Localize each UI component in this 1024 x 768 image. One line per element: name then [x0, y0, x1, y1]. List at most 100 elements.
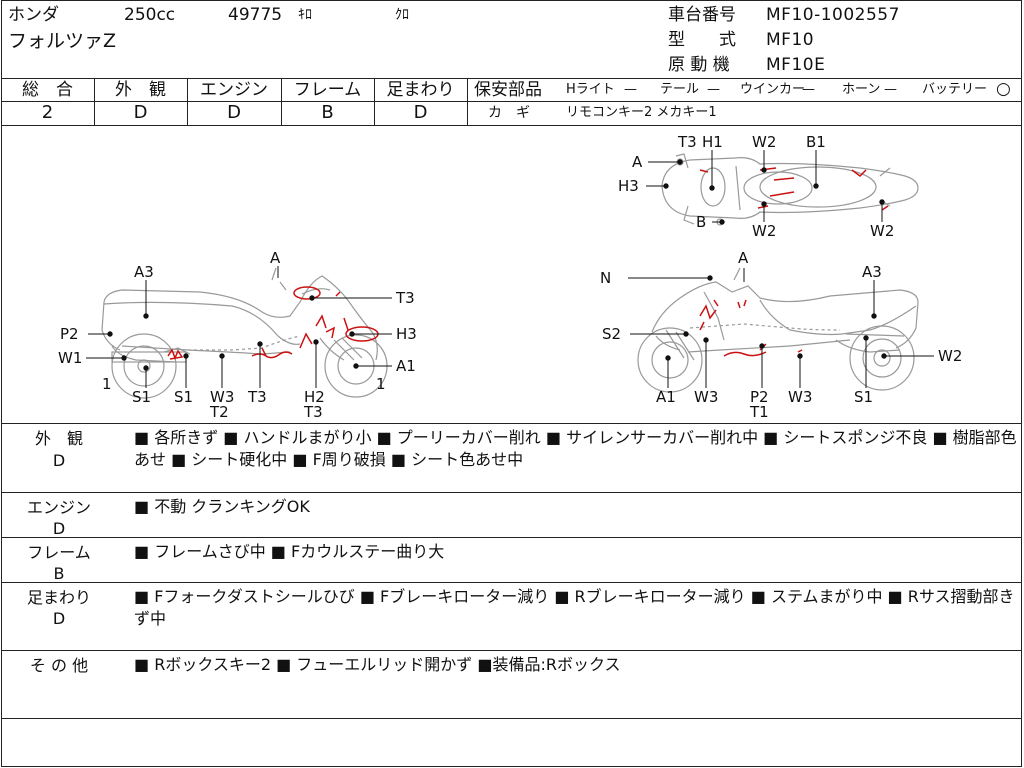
- label-top-T3: T3: [677, 133, 697, 151]
- grade-value-exterior: D: [133, 102, 148, 123]
- grade-value-suspension: D: [413, 102, 428, 123]
- remark-label-exterior: 外 観: [34, 429, 83, 448]
- grade-divider: [94, 78, 95, 125]
- safety-headlight-name: Hライト: [566, 82, 615, 97]
- frame-number: MF10-1002557: [766, 5, 900, 25]
- remarks-rule: [1, 718, 1022, 719]
- remark-text-engine: ■ 不動 クランキングOK: [134, 497, 310, 516]
- remark-text-other: ■ Rボックスキー2 ■ フューエルリッド開かず ■装備品:Rボックス: [134, 655, 621, 674]
- safety-battery-value: ○: [996, 79, 1011, 99]
- grade-header-total: 総 合: [22, 80, 73, 100]
- label-top-H3: H3: [618, 177, 639, 195]
- label-top-H1: H1: [702, 133, 723, 151]
- safety-label: 保安部品: [474, 80, 542, 100]
- vehicle-color: ｸﾛ: [395, 7, 409, 23]
- label-left-A3: A3: [134, 263, 154, 281]
- motorcycle-damage-diagram: T3 H1 W2 B1 A H3 B W2 W2 A3 A T3 P2 H3 W…: [58, 133, 962, 421]
- label-top-A: A: [632, 153, 643, 171]
- label-right-A1: A1: [656, 388, 676, 406]
- grade-divider: [374, 78, 375, 125]
- label-top-W2-lower: W2: [752, 222, 776, 240]
- safety-battery-name: バッテリー: [922, 82, 988, 97]
- label-left-T3: T3: [395, 289, 415, 307]
- model-name: フォルツァZ: [8, 30, 117, 52]
- remark-label-frame: フレーム: [27, 543, 91, 562]
- remark-grade-exterior: D: [52, 451, 66, 470]
- label-left-H3: H3: [396, 325, 417, 343]
- frame-number-label: 車台番号: [668, 5, 736, 25]
- remark-label-engine: エンジン: [26, 498, 91, 517]
- label-right-A3: A3: [862, 263, 882, 281]
- label-left-T3-bottom: T3: [303, 403, 323, 421]
- remark-grade-engine: D: [52, 519, 66, 538]
- label-left-A: A: [270, 249, 281, 267]
- label-right-W2: W2: [938, 347, 962, 365]
- label-right-T1: T1: [749, 403, 769, 421]
- label-right-N: N: [600, 269, 611, 287]
- remarks-rule: [1, 492, 1022, 493]
- remarks-rule: [1, 582, 1022, 583]
- safety-mid-rule: [467, 101, 1022, 102]
- label-left-T3-lower: T3: [247, 388, 267, 406]
- damage-marks: [167, 167, 889, 361]
- key-value: リモコンキー2 メカキー1: [566, 105, 717, 120]
- label-right-S1: S1: [854, 388, 873, 406]
- label-left-T2: T2: [209, 403, 229, 421]
- label-left-P2: P2: [60, 325, 79, 343]
- safety-horn-value: —: [884, 82, 897, 97]
- label-top-B: B: [696, 213, 706, 231]
- safety-winker-name: ウインカー: [740, 82, 806, 97]
- grade-header-engine: エンジン: [200, 80, 268, 100]
- safety-horn-name: ホーン: [842, 82, 881, 97]
- remark-text-frame: ■ フレームさび中 ■ Fカウルステー曲り大: [134, 542, 445, 561]
- grade-header-exterior: 外 観: [115, 80, 166, 100]
- model-type: MF10: [766, 30, 815, 50]
- remarks-rule: [1, 650, 1022, 651]
- maker: ホンダ: [8, 5, 59, 25]
- grade-divider: [467, 78, 468, 125]
- grade-table-mid-rule: [1, 101, 467, 102]
- label-left-H2: H2: [304, 388, 325, 406]
- engine-label: 原 動 機: [668, 55, 730, 75]
- label-right-S2: S2: [602, 325, 621, 343]
- remark-label-other: そ の 他: [29, 656, 89, 675]
- engine-code: MF10E: [766, 55, 826, 75]
- mileage-unit: ｷﾛ: [298, 7, 312, 23]
- label-top-W2: W2: [752, 133, 776, 151]
- safety-winker-value: —: [802, 82, 815, 97]
- label-right-W3-2: W3: [788, 388, 812, 406]
- grade-value-engine: D: [227, 102, 241, 123]
- label-left-W1: W1: [58, 349, 82, 367]
- label-left-A1: A1: [396, 357, 416, 375]
- remarks-rule: [1, 537, 1022, 538]
- label-right-W3: W3: [694, 388, 718, 406]
- remark-text-suspension: ■ Fフォークダストシールひび ■ Fブレーキローター減り ■ Rブレーキロータ…: [134, 587, 1015, 628]
- displacement: 250cc: [124, 5, 176, 25]
- grade-value-total: 2: [41, 102, 54, 123]
- grade-header-suspension: 足まわり: [386, 80, 455, 100]
- label-top-B1: B1: [806, 133, 826, 151]
- safety-tail-value: —: [707, 82, 720, 97]
- remark-label-suspension: 足まわり: [26, 588, 91, 607]
- label-left-1-front: 1: [102, 375, 112, 393]
- remark-text-exterior: ■ 各所きず ■ ハンドルまがり小 ■ プーリーカバー削れ ■ サイレンサーカバ…: [134, 428, 1017, 469]
- safety-headlight-value: —: [624, 82, 637, 97]
- label-left-W3: W3: [210, 388, 234, 406]
- grade-divider: [187, 78, 188, 125]
- label-top-W2-rear: W2: [870, 222, 894, 240]
- grade-table-top-rule: [1, 78, 1022, 79]
- grade-header-frame: フレーム: [293, 80, 362, 100]
- right-view-scooter: [637, 267, 919, 393]
- grade-value-frame: B: [321, 102, 334, 123]
- remark-grade-frame: B: [53, 564, 65, 583]
- mileage: 49775: [228, 5, 283, 25]
- left-view-scooter: [101, 267, 388, 399]
- model-type-label: 型 式: [668, 30, 736, 50]
- label-left-S1-2: S1: [174, 388, 193, 406]
- grade-divider: [281, 78, 282, 125]
- key-label: カ ギ: [488, 105, 530, 121]
- diagram-bottom-rule: [1, 423, 1022, 424]
- grade-table-bottom-rule: [1, 125, 1022, 126]
- label-right-A: A: [738, 249, 749, 267]
